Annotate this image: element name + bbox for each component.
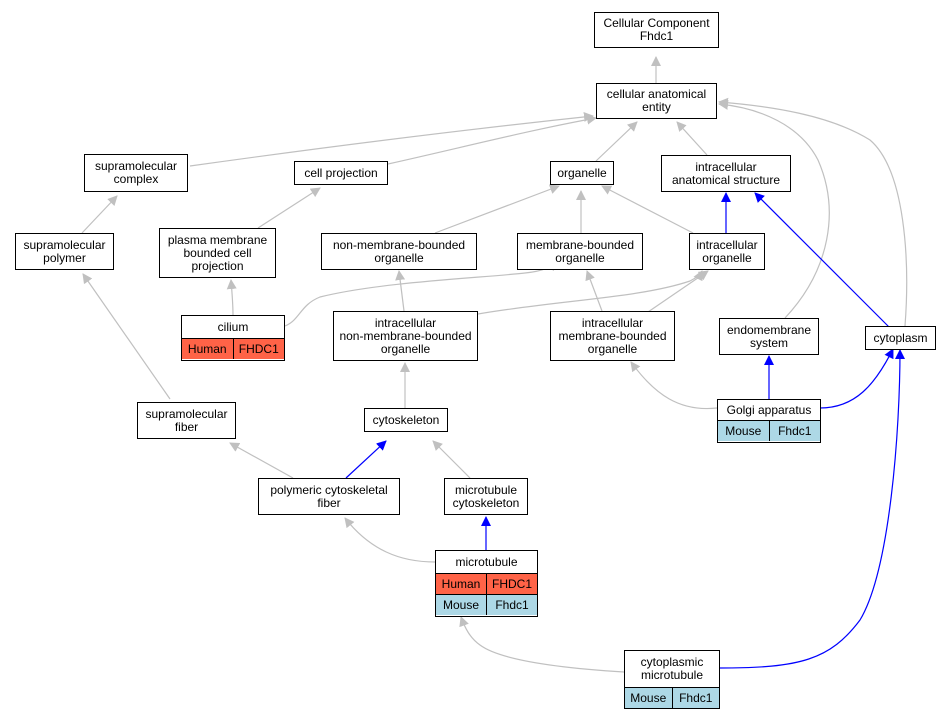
edge-golgi-imbo xyxy=(630,361,718,410)
node-microtubule-cytoskeleton[interactable]: microtubule cytoskeleton xyxy=(444,478,528,515)
node-intracellular-non-membrane-bounded-organelle[interactable]: intracellular non-membrane-bounded organ… xyxy=(333,311,478,361)
node-label: membrane-bounded organelle xyxy=(525,237,635,265)
edge-io-organelle xyxy=(601,185,694,234)
gene-cell: FHDC1 xyxy=(486,574,537,594)
node-label: intracellular anatomical structure xyxy=(671,159,781,187)
edge-mtcs-cytoskeleton xyxy=(432,440,471,479)
edge-pcf-smf xyxy=(229,442,294,479)
node-label: microtubule xyxy=(455,554,518,569)
node-intracellular-anatomical-structure[interactable]: intracellular anatomical structure xyxy=(661,155,791,192)
node-label: cellular anatomical entity xyxy=(606,87,707,114)
edge-pmbcp-cellproj xyxy=(257,187,321,229)
species-cell: Human xyxy=(441,576,481,591)
species-cell: Human xyxy=(187,341,227,356)
node-supramolecular-complex[interactable]: supramolecular complex xyxy=(84,154,188,192)
node-label: endomembrane system xyxy=(726,322,812,350)
node-plasma-membrane-bounded-cell-projection[interactable]: plasma membrane bounded cell projection xyxy=(159,228,276,278)
node-cytoplasmic-microtubule[interactable]: cytoplasmic microtubule Mouse Fhdc1 xyxy=(624,650,720,709)
node-membrane-bounded-organelle[interactable]: membrane-bounded organelle xyxy=(517,233,643,270)
node-label: intracellular membrane-bounded organelle xyxy=(558,315,667,356)
edge-cytoplasm-ias xyxy=(754,192,890,328)
node-label: supramolecular fiber xyxy=(145,406,228,434)
node-cellular-component-root[interactable]: Cellular Component Fhdc1 xyxy=(594,12,719,48)
node-label: plasma membrane bounded cell projection xyxy=(167,232,268,273)
species-cell: Mouse xyxy=(630,690,667,705)
node-label: polymeric cytoskeletal fiber xyxy=(270,482,388,510)
species-row-human: Human FHDC1 xyxy=(182,338,284,359)
node-label: organelle xyxy=(557,165,607,180)
node-label: intracellular non-membrane-bounded organ… xyxy=(339,315,472,356)
gene-cell: FHDC1 xyxy=(232,339,285,359)
node-cilium[interactable]: cilium Human FHDC1 xyxy=(181,315,285,361)
node-label: cilium xyxy=(217,319,249,334)
edge-smp-smc xyxy=(81,195,118,234)
species-row-mouse: Mouse Fhdc1 xyxy=(436,594,537,615)
node-polymeric-cytoskeletal-fiber[interactable]: polymeric cytoskeletal fiber xyxy=(258,478,400,515)
edge-ias-cae xyxy=(676,121,708,156)
edge-cmt-cytoplasm xyxy=(719,349,905,669)
edge-pcf-cytoskeleton xyxy=(345,440,387,479)
edge-smc-cae xyxy=(189,111,594,167)
node-label: supramolecular complex xyxy=(94,159,178,186)
node-label: intracellular organelle xyxy=(696,237,758,265)
node-label: cytoplasm xyxy=(873,330,928,345)
species-row-human: Human FHDC1 xyxy=(436,573,537,594)
node-cellular-anatomical-entity[interactable]: cellular anatomical entity xyxy=(596,83,717,119)
node-label: cell projection xyxy=(304,165,378,180)
edge-cilium-pmbcp xyxy=(226,279,237,316)
node-cytoplasm[interactable]: cytoplasm xyxy=(865,326,936,350)
node-supramolecular-polymer[interactable]: supramolecular polymer xyxy=(15,233,114,270)
edge-inmbo-nmbo xyxy=(395,270,406,312)
edge-nmbo-organelle xyxy=(434,184,560,234)
edge-cmt-microtubule xyxy=(459,616,625,673)
node-intracellular-organelle[interactable]: intracellular organelle xyxy=(689,233,765,270)
node-cytoskeleton[interactable]: cytoskeleton xyxy=(364,408,448,432)
node-endomembrane-system[interactable]: endomembrane system xyxy=(719,318,819,355)
species-row-mouse: Mouse Fhdc1 xyxy=(718,420,820,441)
gene-cell: Fhdc1 xyxy=(768,421,821,441)
node-label: cytoskeleton xyxy=(372,412,440,427)
edge-imbo-io xyxy=(647,270,709,313)
node-supramolecular-fiber[interactable]: supramolecular fiber xyxy=(137,402,236,439)
node-intracellular-membrane-bounded-organelle[interactable]: intracellular membrane-bounded organelle xyxy=(550,311,675,361)
edge-smf-smp xyxy=(82,273,171,400)
edge-microtubule-pcf xyxy=(344,517,436,563)
species-row-mouse: Mouse Fhdc1 xyxy=(625,687,719,708)
gene-cell: Fhdc1 xyxy=(486,595,537,615)
edge-cellproj-cae xyxy=(387,114,597,165)
node-label: cytoplasmic microtubule xyxy=(640,655,704,682)
node-label: Cellular Component Fhdc1 xyxy=(603,16,710,43)
edge-golgi-cytoplasm xyxy=(819,348,894,409)
node-cell-projection[interactable]: cell projection xyxy=(294,161,388,185)
species-cell: Mouse xyxy=(442,597,480,612)
node-non-membrane-bounded-organelle[interactable]: non-membrane-bounded organelle xyxy=(321,233,477,270)
node-organelle[interactable]: organelle xyxy=(550,161,614,185)
edge-endo-cae xyxy=(718,99,830,319)
node-microtubule[interactable]: microtubule Human FHDC1 Mouse Fhdc1 xyxy=(435,550,538,617)
node-label: supramolecular polymer xyxy=(23,237,106,265)
node-label: microtubule cytoskeleton xyxy=(452,482,520,510)
edge-organelle-cae xyxy=(595,121,638,162)
gene-cell: Fhdc1 xyxy=(671,688,720,708)
node-label: Golgi apparatus xyxy=(726,402,812,417)
edge-imbo-mbo xyxy=(585,270,603,312)
species-cell: Mouse xyxy=(725,423,762,438)
node-label: non-membrane-bounded organelle xyxy=(332,237,466,265)
edge-cytoplasm-cae xyxy=(718,97,908,327)
node-golgi-apparatus[interactable]: Golgi apparatus Mouse Fhdc1 xyxy=(717,399,821,443)
